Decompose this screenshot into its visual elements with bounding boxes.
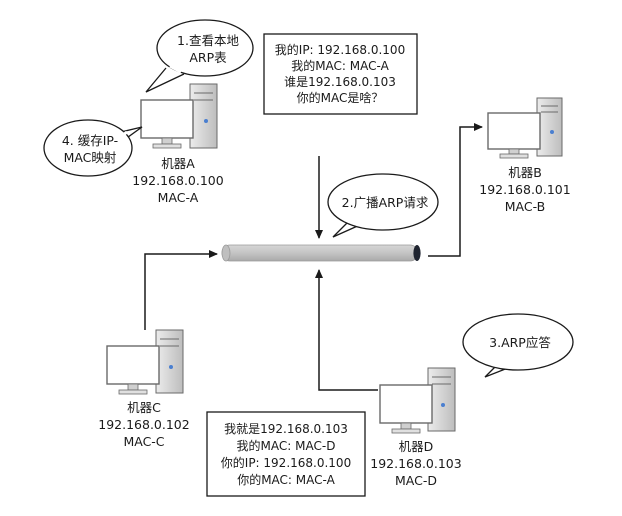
machine-b-mac: MAC-B: [505, 199, 546, 214]
machine-c-ip: 192.168.0.102: [98, 417, 189, 432]
bubble-step3: 3.ARP应答: [462, 313, 574, 378]
arrow-bus-to-machine-b: [428, 123, 483, 257]
bubble-step4-line2: MAC映射: [64, 150, 117, 165]
bubble-step3-text: 3.ARP应答: [489, 335, 551, 350]
machine-b-ip: 192.168.0.101: [479, 182, 570, 197]
reply-line2: 我的MAC: MAC-D: [237, 438, 336, 453]
bubble-step4: 4. 缓存IP- MAC映射: [43, 119, 143, 177]
machine-a-ip: 192.168.0.100: [132, 173, 223, 188]
bubble-step1: 1.查看本地 ARP表: [145, 19, 254, 93]
bubble-step1-line1: 1.查看本地: [177, 33, 239, 48]
arp-reply-box: 我就是192.168.0.103 我的MAC: MAC-D 你的IP: 192.…: [206, 411, 366, 497]
machine-d-name: 机器D: [399, 439, 434, 454]
machine-a: 机器A 192.168.0.100 MAC-A: [132, 83, 224, 205]
bubble-step1-line2: ARP表: [189, 50, 227, 65]
bubble-step2-text: 2.广播ARP请求: [342, 195, 429, 210]
reply-line4: 你的MAC: MAC-A: [237, 472, 335, 487]
bubble-step2: 2.广播ARP请求: [327, 173, 439, 238]
machine-d-mac: MAC-D: [395, 473, 437, 488]
machine-d: 机器D 192.168.0.103 MAC-D: [370, 367, 462, 488]
reply-line1: 我就是192.168.0.103: [224, 422, 348, 436]
request-line1: 我的IP: 192.168.0.100: [275, 42, 405, 57]
request-line3: 谁是192.168.0.103: [284, 75, 396, 89]
computer-icon: [140, 83, 218, 149]
computer-icon: [106, 329, 184, 395]
machine-c-name: 机器C: [127, 400, 161, 415]
machine-a-mac: MAC-A: [158, 190, 199, 205]
connection-arrows: [144, 123, 483, 391]
bubble-step4-line1: 4. 缓存IP-: [62, 133, 118, 148]
network-bus: [221, 244, 421, 262]
reply-line3: 你的IP: 192.168.0.100: [221, 455, 351, 470]
machine-a-name: 机器A: [161, 156, 195, 171]
request-line2: 我的MAC: MAC-A: [291, 58, 389, 73]
machine-c: 机器C 192.168.0.102 MAC-C: [98, 329, 190, 449]
machine-d-ip: 192.168.0.103: [370, 456, 461, 471]
machine-b-name: 机器B: [508, 165, 542, 180]
computer-icon: [487, 97, 563, 159]
machine-c-mac: MAC-C: [123, 434, 164, 449]
request-line4: 你的MAC是啥？: [297, 90, 384, 105]
arrow-machine-d-to-bus: [315, 269, 378, 391]
arp-request-box: 我的IP: 192.168.0.100 我的MAC: MAC-A 谁是192.1…: [263, 33, 418, 115]
arrow-machine-c-to-bus: [144, 250, 218, 330]
machine-b: 机器B 192.168.0.101 MAC-B: [479, 97, 571, 214]
computer-icon: [379, 367, 456, 434]
